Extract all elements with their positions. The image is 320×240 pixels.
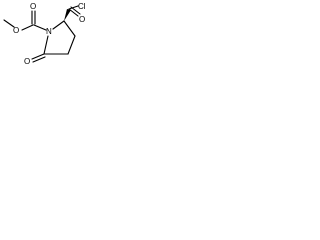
bond-acyl-carbonyl-1: [68, 8, 79, 17]
molecule-structure-diagram: O O N O O Cl: [3, 2, 86, 66]
atom-oxygen-carbonyl-left: O: [24, 57, 30, 66]
bond-ring-delta-nitrogen: [43, 35, 49, 55]
bond-nitrogen-ring-alpha: [52, 20, 65, 30]
atom-nitrogen: N: [46, 27, 52, 36]
bond-methyl-oxygen: [3, 19, 15, 28]
atom-chlorine: Cl: [78, 2, 86, 11]
bond-lactam-carbonyl-2: [32, 56, 46, 63]
bond-ring-beta-gamma: [67, 35, 76, 55]
bond-acyl-chlorine: [68, 5, 79, 10]
bond-carbamate-nitrogen: [33, 24, 47, 31]
bond-stereo-wedge: [64, 9, 71, 21]
bond-oxygen-carbamate-carbon: [21, 24, 34, 31]
bond-lactam-carbonyl-1: [31, 53, 45, 60]
bond-ring-alpha-beta: [63, 20, 76, 37]
atom-oxygen-carbonyl-top: O: [30, 2, 36, 11]
atom-oxygen-ester: O: [13, 26, 19, 35]
atom-oxygen-acyl: O: [79, 15, 85, 24]
